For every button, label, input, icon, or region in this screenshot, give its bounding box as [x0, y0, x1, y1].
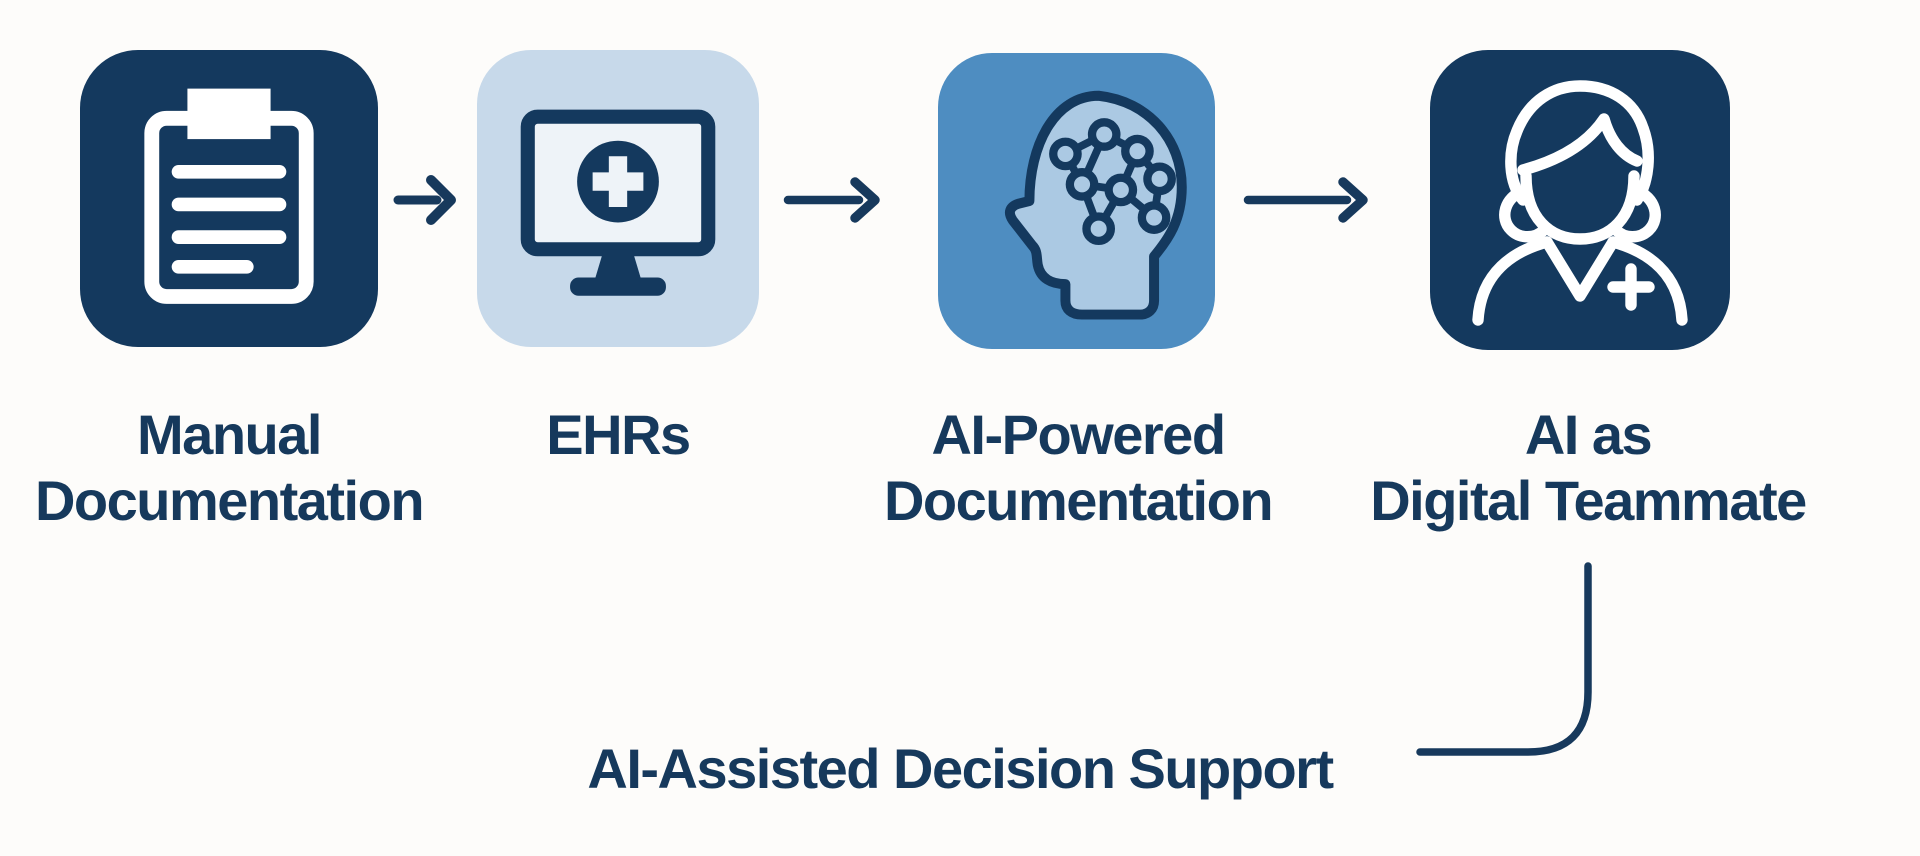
- label-line: Documentation: [883, 469, 1274, 532]
- label-line: Digital Teammate: [1370, 469, 1807, 532]
- caption-ai-assisted-decision-support: AI-Assisted Decision Support: [587, 737, 1334, 800]
- tile-manual-documentation: [80, 50, 378, 347]
- label-ehrs: EHRs: [468, 402, 768, 468]
- label-line: AI-Powered: [931, 403, 1226, 466]
- tile-ehrs: [477, 50, 759, 347]
- label-line: EHRs: [546, 403, 691, 466]
- ehr-monitor-icon: [520, 109, 716, 296]
- nurse-avatar-icon: [1472, 80, 1688, 326]
- tile-ai-powered-documentation: [938, 53, 1215, 349]
- tile-ai-digital-teammate: [1430, 50, 1730, 350]
- arrow-right-icon: [783, 174, 883, 226]
- brain-network-head-icon: [1004, 90, 1187, 320]
- label-ai-powered-documentation: AI-Powered Documentation: [868, 402, 1288, 534]
- label-ai-digital-teammate: AI as Digital Teammate: [1358, 402, 1818, 534]
- label-line: AI as: [1524, 403, 1653, 466]
- label-line: Manual: [137, 403, 322, 466]
- label-line: Documentation: [34, 469, 425, 532]
- label-manual-documentation: Manual Documentation: [29, 402, 429, 534]
- arrow-right-icon: [1243, 174, 1371, 226]
- clipboard-icon: [144, 88, 314, 304]
- arrow-right-icon: [393, 172, 459, 228]
